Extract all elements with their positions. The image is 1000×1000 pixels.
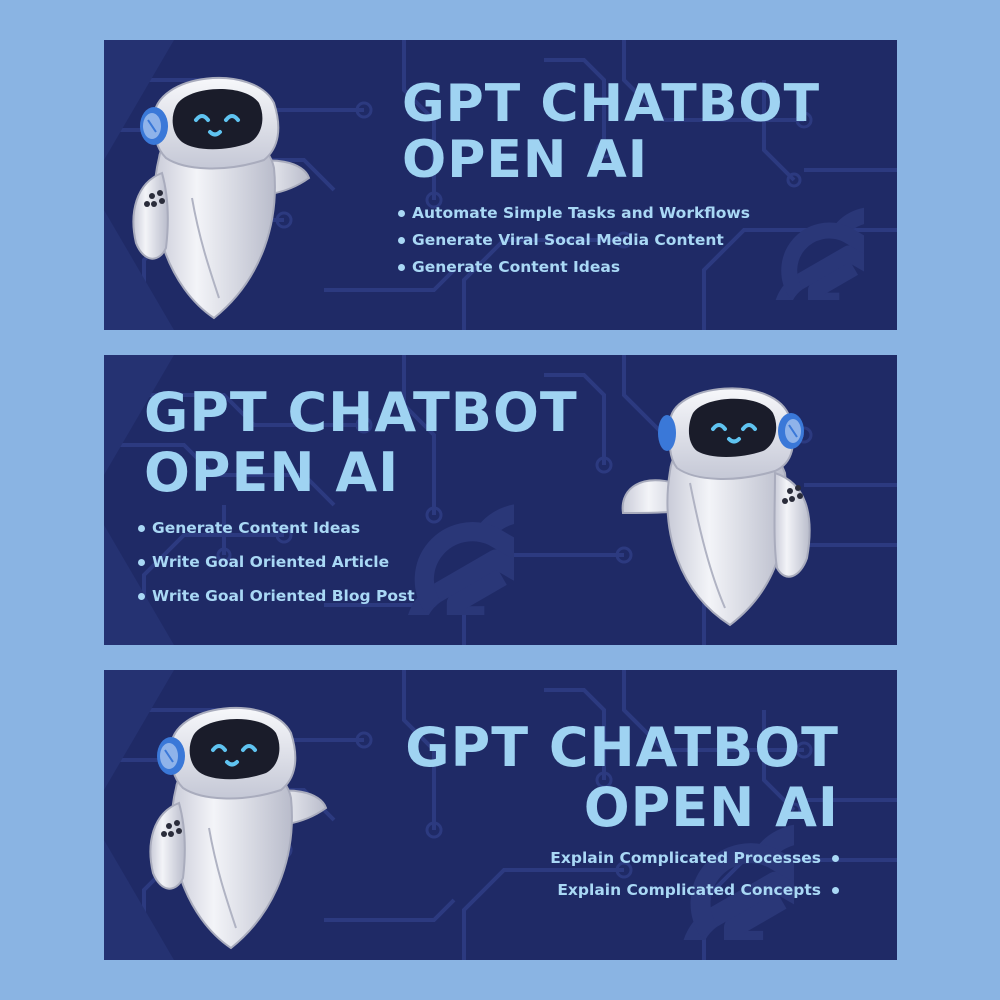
list-item: Generate Content Ideas — [398, 254, 750, 281]
robot-mascot-icon — [116, 678, 366, 958]
feature-list: Explain Complicated Processes Explain Co… — [550, 842, 839, 906]
banner-3: GPT CHATBOT OPEN AI Explain Complicated … — [104, 670, 897, 960]
feature-list: Generate Content Ideas Write Goal Orient… — [138, 511, 415, 613]
banner-title: GPT CHATBOT OPEN AI — [405, 718, 839, 838]
list-item: Write Goal Oriented Article — [138, 545, 415, 579]
banner-title: GPT CHATBOT OPEN AI — [402, 76, 820, 188]
robot-mascot-icon — [114, 48, 334, 328]
list-item: Explain Complicated Processes — [550, 842, 839, 874]
title-line-2: OPEN AI — [402, 130, 649, 190]
list-item: Generate Content Ideas — [138, 511, 415, 545]
title-line-2: OPEN AI — [144, 441, 400, 504]
banner-1: GPT CHATBOT OPEN AI Automate Simple Task… — [104, 40, 897, 330]
list-item: Automate Simple Tasks and Workflows — [398, 200, 750, 227]
list-item: Explain Complicated Concepts — [550, 874, 839, 906]
title-line-1: GPT CHATBOT — [402, 74, 821, 134]
list-item: Generate Viral Socal Media Content — [398, 227, 750, 254]
list-item: Write Goal Oriented Blog Post — [138, 579, 415, 613]
banner-title: GPT CHATBOT OPEN AI — [144, 383, 578, 503]
title-line-1: GPT CHATBOT — [405, 716, 839, 779]
banner-2: GPT CHATBOT OPEN AI Generate Content Ide… — [104, 355, 897, 645]
robot-mascot-icon — [590, 363, 860, 643]
title-line-2: OPEN AI — [583, 776, 839, 839]
feature-list: Automate Simple Tasks and Workflows Gene… — [398, 200, 750, 281]
title-line-1: GPT CHATBOT — [144, 381, 578, 444]
